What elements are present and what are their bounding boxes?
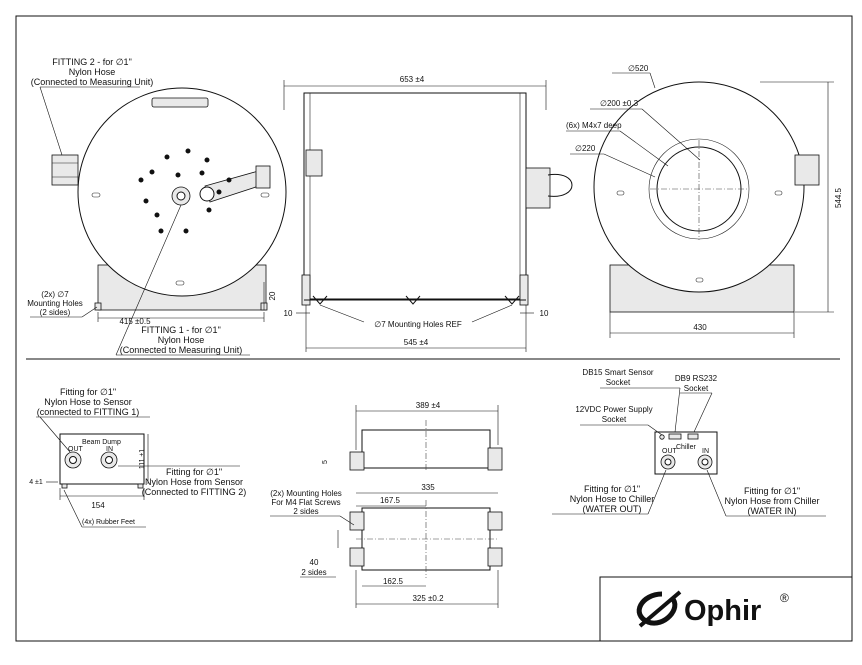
ophir-registered: ®	[780, 591, 789, 605]
dim-545: 545 ±4	[404, 338, 429, 347]
ophir-swoosh-icon	[636, 590, 682, 628]
front-view	[51, 87, 287, 311]
chill-in-1: Fitting for ∅1"	[744, 486, 800, 496]
beam-dump-view: Beam Dump OUT IN Fitting for ∅1" Nylon H…	[29, 387, 247, 528]
dia-200: ∅200 ±0.3	[600, 99, 639, 108]
dim-20: 20	[268, 291, 277, 300]
logo-box	[599, 576, 853, 642]
fitting-2-left	[51, 154, 79, 186]
fit-from-sensor-3: (Connected to FITTING 2)	[142, 487, 247, 497]
rubber-feet: (4x) Rubber Feet	[82, 519, 135, 526]
chill-out-2: Nylon Hose to Chiller	[570, 494, 655, 504]
beam-dump-out: OUT	[68, 446, 84, 453]
db9-label-1: DB9 RS232	[675, 374, 718, 383]
db15-label-2: Socket	[606, 378, 631, 387]
db9-label-2: Socket	[684, 384, 709, 393]
side-fitting-right	[525, 167, 551, 209]
db15-label-1: DB15 Smart Sensor	[582, 368, 653, 377]
side-view: 653 ±4 10 10 ∅7 Mounting Holes REF 545 ±…	[284, 75, 573, 352]
db9-socket	[687, 433, 699, 440]
dim-325: 325 ±0.2	[412, 594, 444, 603]
fit-sensor-3: (connected to FITTING 1)	[37, 407, 140, 417]
fitting2-label: FITTING 2 - for ∅1"	[52, 57, 132, 67]
back-view: ∅520 ∅200 ±0.3 (6x) M4x7 deep ∅220 544.5…	[566, 64, 843, 338]
front-annotations: FITTING 2 - for ∅1" Nylon Hose (Connecte…	[27, 57, 277, 356]
chill-in-3: (WATER IN)	[748, 506, 797, 516]
dia-520: ∅520	[628, 64, 649, 73]
mount-holes-label: Mounting Holes	[27, 299, 83, 308]
fitting1-hose: Nylon Hose	[158, 335, 205, 345]
dim-10-left: 10	[284, 309, 293, 318]
dim-4: 4 ±1	[29, 479, 43, 486]
fit-from-sensor-1: Fitting for ∅1"	[166, 467, 222, 477]
chill-out-1: Fitting for ∅1"	[584, 484, 640, 494]
dim-1675: 167.5	[380, 496, 401, 505]
beam-dump-in: IN	[106, 446, 113, 453]
dim-389: 389 ±4	[416, 401, 441, 410]
side-body	[303, 92, 527, 300]
chiller-view: Chiller OUT IN DB15 Smart Sensor Socket …	[552, 368, 826, 517]
beam-dump-title: Beam Dump	[82, 439, 121, 446]
mount-holes-sides: (2 sides)	[40, 308, 71, 317]
fitting2-connected: (Connected to Measuring Unit)	[31, 77, 154, 87]
fitting1-connected: (Connected to Measuring Unit)	[120, 345, 243, 355]
fit-from-sensor-2: Nylon Hose from Sensor	[145, 477, 243, 487]
dim-415: 415 ±0.5	[119, 317, 151, 326]
chiller-in: IN	[702, 448, 709, 455]
fitting2-hose: Nylon Hose	[69, 67, 116, 77]
m4-holes-2: For M4 Flat Screws	[271, 498, 340, 507]
chill-out-3: (WATER OUT)	[583, 504, 642, 514]
fit-sensor-2: Nylon Hose to Sensor	[44, 397, 132, 407]
drawing-border	[15, 15, 853, 642]
front-handle	[151, 97, 209, 108]
mount-holes-count: (2x) ∅7	[41, 290, 69, 299]
side-fitting-left	[305, 149, 323, 177]
db15-socket	[668, 433, 682, 440]
pwr-label-2: Socket	[602, 415, 627, 424]
power-socket	[659, 434, 665, 440]
dim-653: 653 ±4	[400, 75, 425, 84]
chiller-out: OUT	[662, 448, 678, 455]
mount-holes-ref: ∅7 Mounting Holes REF	[374, 320, 462, 329]
m4-holes-1: (2x) Mounting Holes	[270, 489, 342, 498]
title-block: Ophir ®	[599, 576, 853, 642]
dim-5445: 544.5	[834, 187, 843, 208]
m4x7-holes: (6x) M4x7 deep	[566, 121, 622, 130]
dim-111: 111 ±1	[139, 449, 146, 469]
dim-430: 430	[693, 323, 707, 332]
dim-40-sides: 2 sides	[301, 568, 326, 577]
dim-1625: 162.5	[383, 577, 404, 586]
pwr-label-1: 12VDC Power Supply	[575, 405, 652, 414]
ophir-logo: Ophir	[684, 595, 761, 627]
dia-220: ∅220	[575, 144, 596, 153]
dim-154: 154	[91, 501, 105, 510]
chill-in-2: Nylon Hose from Chiller	[724, 496, 819, 506]
dim-335: 335	[421, 483, 435, 492]
dim-10-right: 10	[540, 309, 549, 318]
fitting1-label: FITTING 1 - for ∅1"	[141, 325, 221, 335]
chiller-title: Chiller	[676, 444, 697, 451]
dim-40: 40	[310, 558, 319, 567]
fit-sensor-1: Fitting for ∅1"	[60, 387, 116, 397]
dim-5: 5	[322, 460, 329, 464]
unit-side-view: 389 ±4 5 335 167.5 162.5 325 ±0.2 (2x) M…	[270, 401, 503, 608]
back-fitting	[794, 154, 820, 186]
m4-holes-3: 2 sides	[293, 507, 318, 516]
